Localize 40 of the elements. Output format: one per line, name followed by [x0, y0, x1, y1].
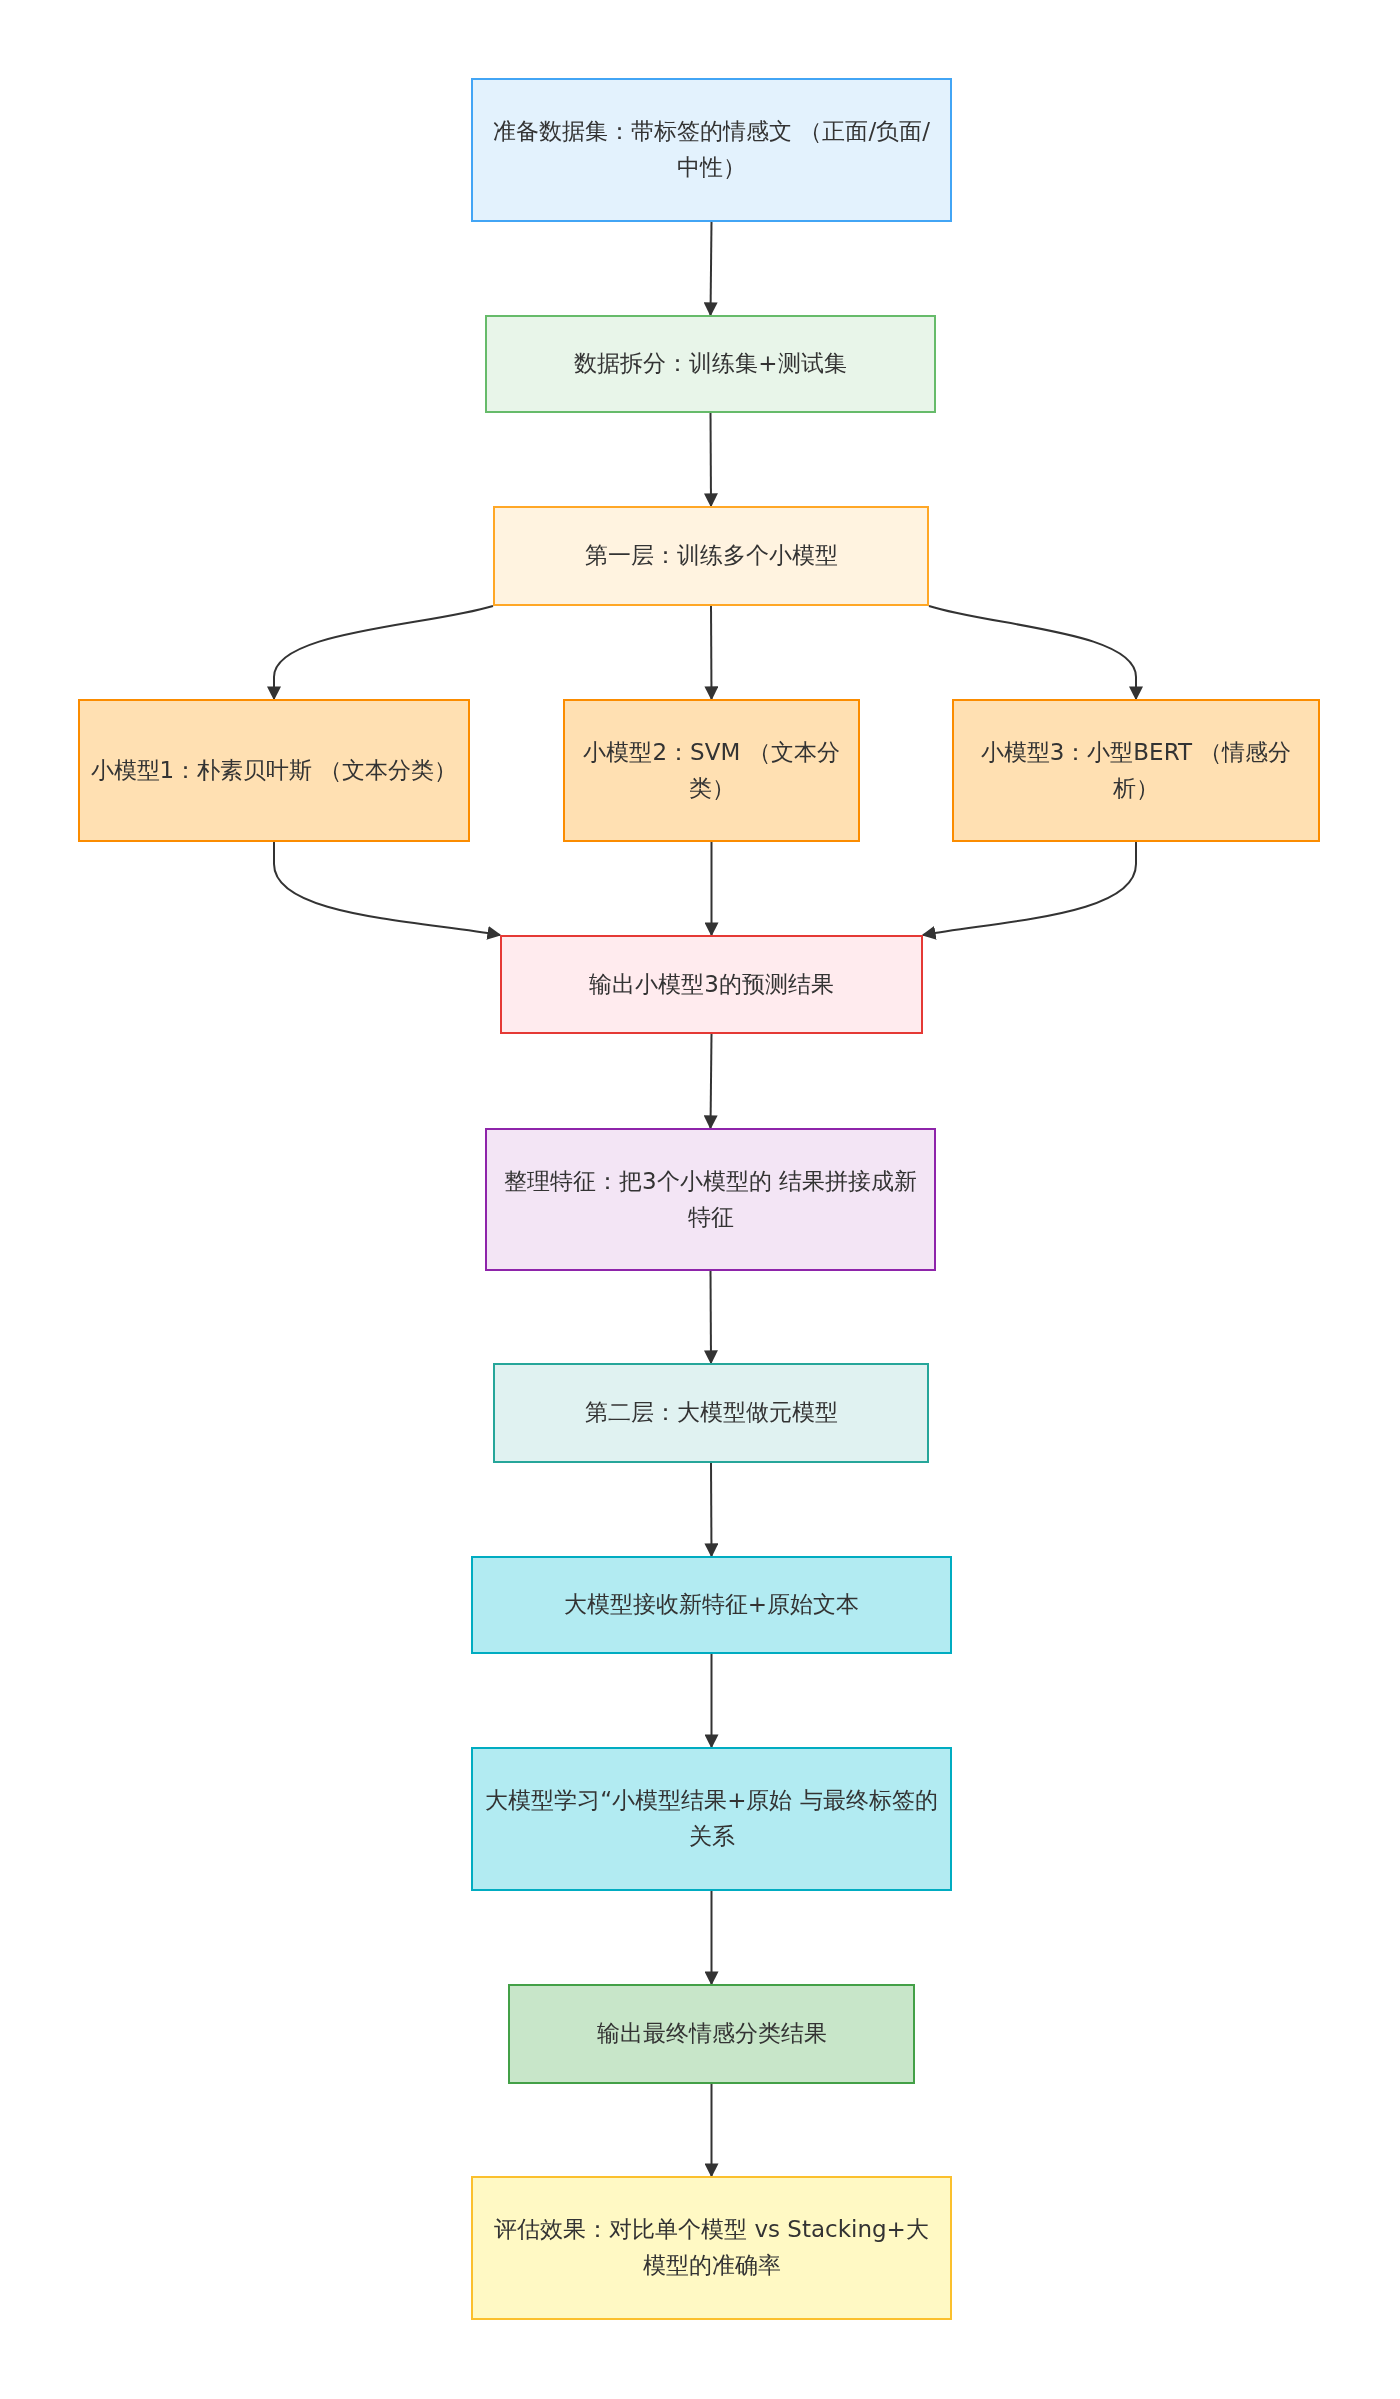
process-box — [485, 315, 936, 413]
arrow — [704, 1462, 719, 1558]
arrow — [273, 841, 502, 940]
arrow — [921, 841, 1137, 940]
box-label: 大模型学习“小模型结果+原始 与最终标签的关系 — [484, 1786, 939, 1851]
arrow — [703, 1270, 718, 1365]
process-box — [471, 78, 952, 222]
process-box — [471, 1556, 952, 1654]
process-box — [952, 699, 1320, 842]
arrow — [704, 605, 719, 701]
arrow — [928, 605, 1143, 701]
box-label: 评估效果：对比单个模型 vs Stacking+大模型的准确率 — [493, 2215, 930, 2280]
arrow — [703, 1033, 718, 1130]
process-box — [500, 935, 923, 1034]
arrow — [703, 412, 718, 508]
box-label: 输出小模型3的预测结果 — [588, 969, 835, 999]
arrow — [704, 1890, 719, 1986]
box-label: 数据拆分：训练集+测试集 — [573, 349, 848, 379]
process-box — [78, 699, 470, 842]
box-label: 准备数据集：带标签的情感文 （正面/负面/中性） — [492, 117, 931, 182]
process-box — [485, 1128, 936, 1271]
arrow — [703, 221, 718, 317]
process-box — [471, 1747, 952, 1891]
process-box — [471, 2176, 952, 2320]
box-label: 小模型1：朴素贝叶斯 （文本分类） — [89, 755, 459, 785]
box-label: 整理特征：把3个小模型的 结果拼接成新特征 — [503, 1166, 918, 1232]
process-box — [563, 699, 860, 842]
arrow — [704, 2083, 719, 2178]
process-box — [493, 1363, 929, 1463]
process-box — [493, 506, 929, 606]
box-label: 第二层：大模型做元模型 — [583, 1398, 839, 1428]
arrow — [704, 1653, 719, 1749]
box-label: 小模型3：小型BERT （情感分析） — [979, 737, 1293, 803]
box-label: 大模型接收新特征+原始文本 — [562, 1590, 861, 1620]
box-label: 小模型2：SVM （文本分类） — [582, 737, 841, 803]
arrow — [267, 605, 494, 701]
arrow — [704, 841, 719, 937]
box-label: 输出最终情感分类结果 — [595, 2019, 828, 2049]
process-box — [508, 1984, 915, 2084]
box-label: 第一层：训练多个小模型 — [583, 541, 839, 571]
